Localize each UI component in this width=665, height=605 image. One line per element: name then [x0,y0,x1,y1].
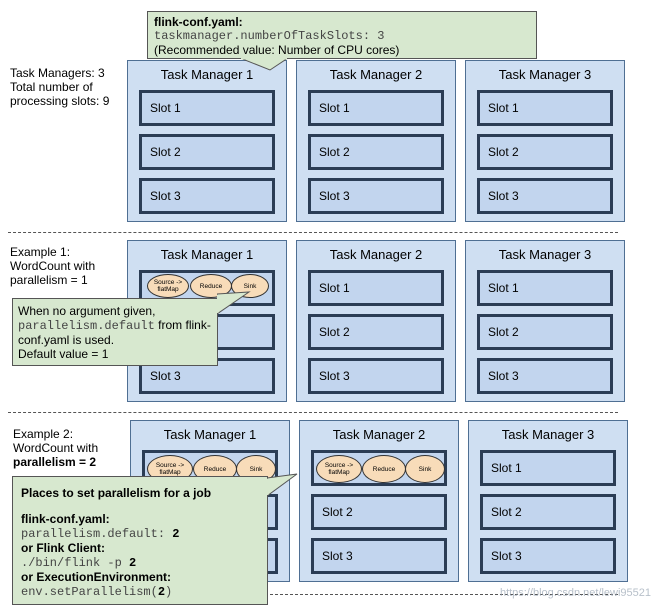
task-manager-title: Task Manager 2 [329,247,423,262]
slot: Slot 2 [477,134,613,170]
slot: Slot 3 [139,178,275,214]
slot: Slot 3 [308,358,444,394]
slot: Slot 1 [139,90,275,126]
task-manager-title: Task Manager 1 [163,427,257,442]
callout-pointer [267,473,298,497]
slot: Slot 2 [477,314,613,350]
callout-pointer [217,291,251,315]
operator-reduce: Reduce [362,455,406,483]
operator-sink: Sink [405,455,445,483]
task-manager-title: Task Manager 3 [498,247,592,262]
slot: Slot 3 [311,538,447,574]
task-manager-title: Task Manager 3 [501,427,595,442]
section-divider [8,232,618,233]
slot: Slot 1 [308,90,444,126]
section2-label: Example 2: WordCount with parallelism = … [13,427,99,469]
task-manager-3: Task Manager 3 Slot 1 Slot 2 Slot 3 [465,240,625,402]
task-manager-2: Task Manager 2 Slot 1 Slot 2 Slot 3 [296,240,456,402]
callout-title: flink-conf.yaml: [154,15,243,29]
slot: Slot 1 [477,90,613,126]
slot: Slot 1 [480,450,616,486]
callout-pointer [239,58,289,71]
slot: Slot 2 [139,134,275,170]
section0-label: Task Managers: 3 Total number of process… [10,66,110,108]
slot: Slot 2 [311,494,447,530]
task-manager-title: Task Manager 2 [332,427,426,442]
task-manager-title: Task Manager 1 [160,67,254,82]
task-manager-2: Task Manager 2 Slot 1 Slot 2 Slot 3 [296,60,456,222]
task-manager-3: Task Manager 3 Slot 1 Slot 2 Slot 3 [468,420,628,582]
parallelism-settings-callout: Places to set parallelism for a job flin… [12,476,268,605]
task-manager-1: Task Manager 1 Slot 1 Slot 2 Slot 3 [127,60,287,222]
watermark: https://blog.csdn.net/lewi95521 [499,587,651,599]
task-manager-3: Task Manager 3 Slot 1 Slot 2 Slot 3 [465,60,625,222]
callout-code: taskmanager.numberOfTaskSlots: 3 [154,29,385,43]
slot: Slot 3 [477,178,613,214]
slot: Slot 2 [308,314,444,350]
slot: Slot 2 [480,494,616,530]
operator-source-flatmap: Source -> flatMap [147,274,189,298]
slot: Slot 3 [477,358,613,394]
callout-note: (Recommended value: Number of CPU cores) [154,43,400,57]
section-divider [8,412,618,413]
task-manager-title: Task Manager 3 [498,67,592,82]
slot: Slot 2 [308,134,444,170]
task-manager-title: Task Manager 1 [160,247,254,262]
slot: Slot 3 [308,178,444,214]
slot: Slot 3 [480,538,616,574]
default-parallelism-callout: When no argument given, parallelism.defa… [12,298,218,366]
operator-source-flatmap: Source -> flatMap [316,455,362,483]
slot: Slot 1 [477,270,613,306]
task-manager-title: Task Manager 2 [329,67,423,82]
section-divider [270,594,618,595]
section1-label: Example 1: WordCount with parallelism = … [10,245,96,287]
task-manager-2: Task Manager 2 Slot 2 Slot 3 [299,420,459,582]
slot: Slot 1 [308,270,444,306]
slots-config-callout: flink-conf.yaml: taskmanager.numberOfTas… [147,11,537,59]
